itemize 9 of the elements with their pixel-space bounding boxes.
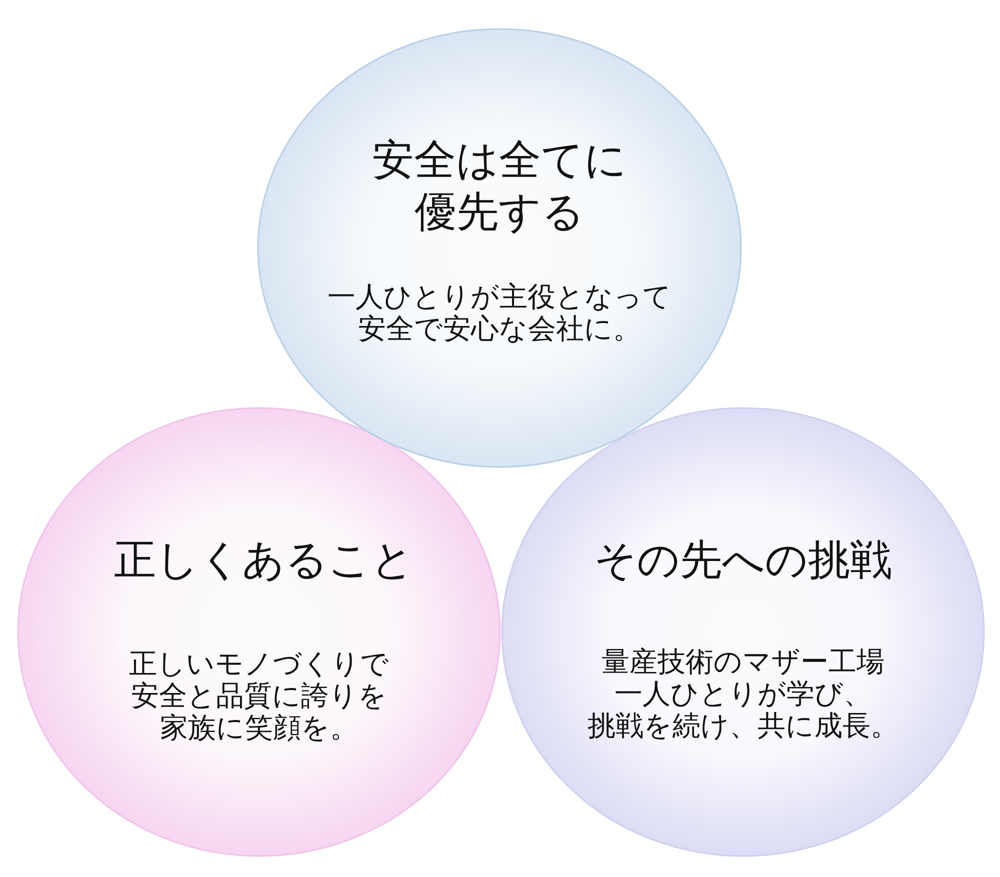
circle-text: 量産技術のマザー工場一人ひとりが学び、挑戦を続け、共に成長。 [588, 646, 898, 742]
circle-text: 正しいモノづくりで安全と品質に誇りを家族に笑顔を。 [129, 648, 389, 744]
topic-circle [257, 28, 742, 468]
circle-heading: その先への挑戦 [594, 534, 892, 586]
topic-circle [17, 407, 501, 857]
circle-text: 一人ひとりが主役となって安全で安心な会社に。 [328, 281, 672, 345]
topic-circle [501, 407, 985, 857]
circle-heading: 正しくあること [114, 534, 414, 586]
circle-heading: 安全は全てに優先する [372, 134, 627, 238]
